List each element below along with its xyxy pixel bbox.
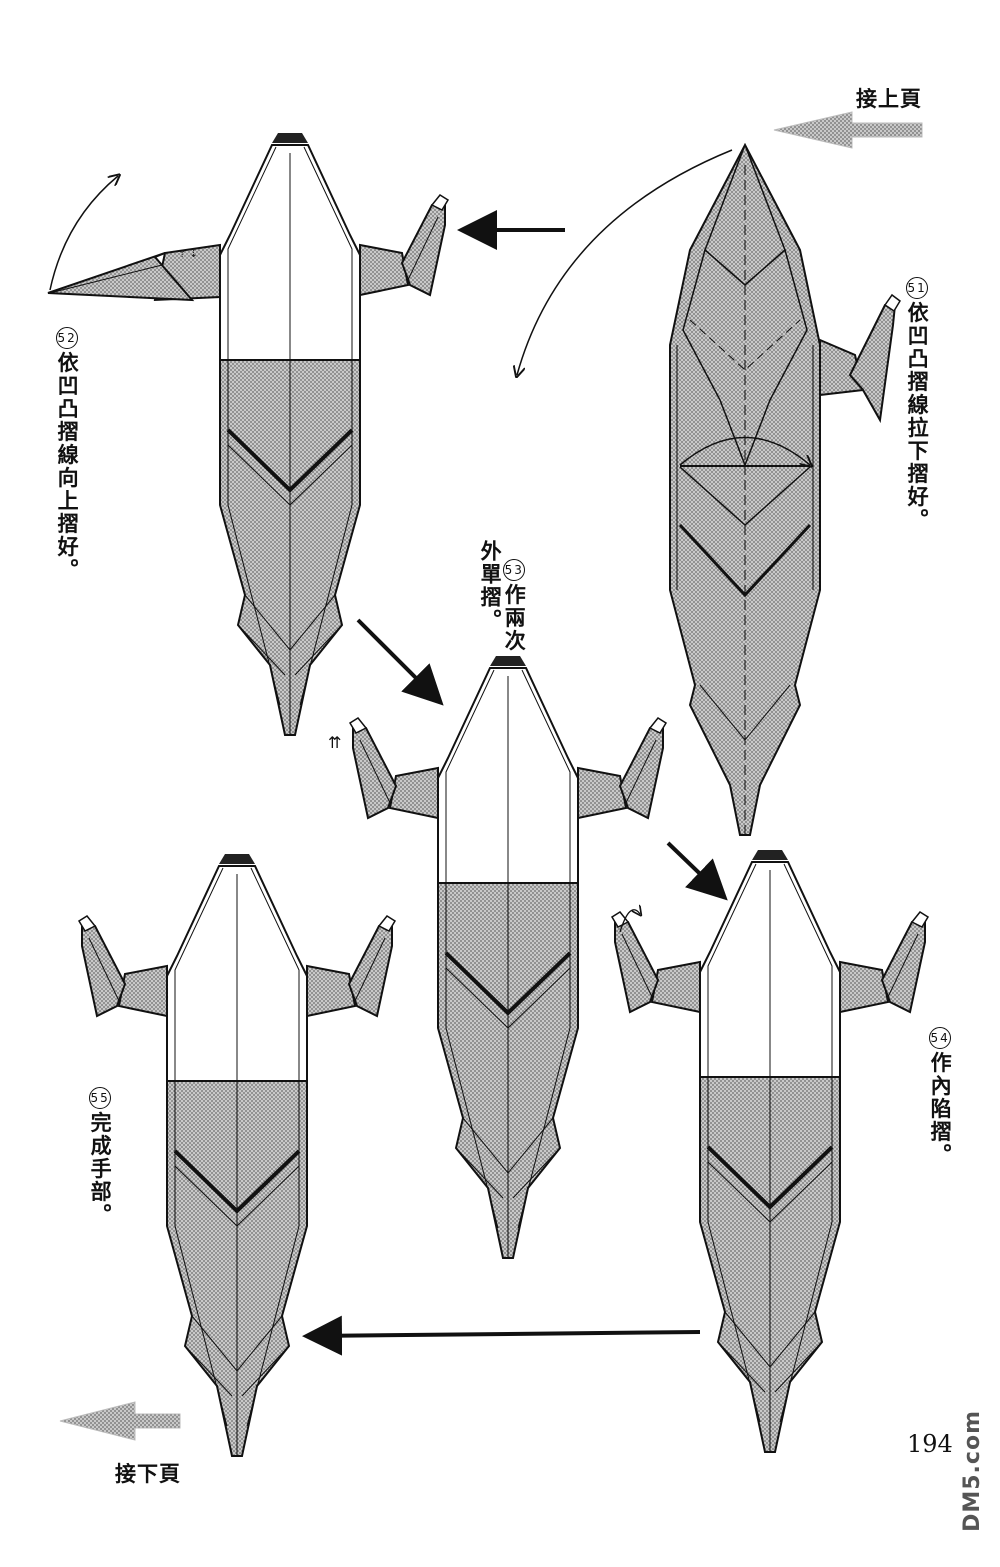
- continued-from-arrow-icon: [773, 111, 923, 149]
- step-54-model: [611, 848, 929, 1454]
- step-54-caption: 54作內陷摺。: [928, 1008, 976, 1167]
- flow-arrow-53-to-54: [666, 841, 728, 901]
- continued-from-label: 接上頁: [856, 87, 922, 111]
- step-52-caption: 52依凹凸摺線向上摺好。: [55, 308, 103, 582]
- step-52-swing-arrow: [49, 176, 118, 291]
- svg-text:⇡ ⇣: ⇡ ⇣: [178, 249, 198, 260]
- page-number: 194: [907, 1430, 953, 1458]
- step-51-caption: 51依凹凸摺線拉下摺好。: [905, 258, 953, 532]
- step-53-model: ⇈: [328, 654, 667, 1260]
- step-53-caption: 53作兩次 外單摺。: [478, 540, 527, 653]
- continued-to-arrow-icon: [59, 1401, 181, 1441]
- step-51-swing-arrow: [517, 149, 733, 375]
- step-54-number: 54: [929, 1026, 952, 1049]
- svg-text:⇈: ⇈: [328, 733, 341, 752]
- step-55-caption: 55完成手部。: [88, 1068, 136, 1227]
- watermark-logo: DM5.com: [960, 1410, 985, 1532]
- step-55-number: 55: [89, 1086, 112, 1109]
- step-51-model: [669, 142, 901, 836]
- step-51-number: 51: [906, 276, 929, 299]
- step-53-number: 53: [503, 558, 526, 581]
- continued-to-label: 接下頁: [115, 1462, 181, 1486]
- step-52-model: ⇡ ⇣: [47, 131, 449, 737]
- flow-arrow-52-to-53: [356, 618, 444, 706]
- flow-arrow-54-to-55: [302, 1315, 701, 1356]
- step-52-number: 52: [56, 326, 79, 349]
